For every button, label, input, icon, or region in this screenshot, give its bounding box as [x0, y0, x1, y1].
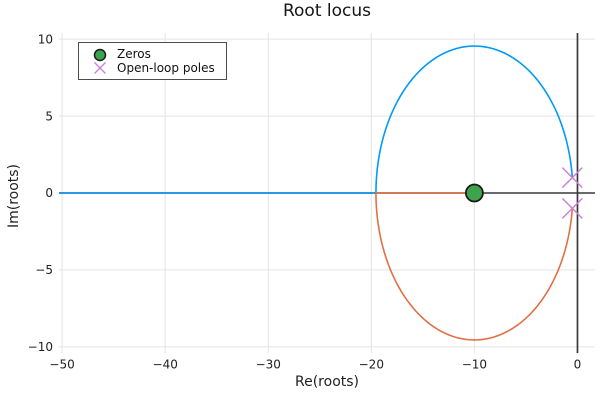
legend: Zeros Open-loop poles — [78, 42, 227, 80]
locus-branch-to-zero — [375, 192, 574, 341]
x-tick-label: −40 — [153, 358, 178, 372]
y-tick-label: 0 — [45, 186, 53, 200]
x-tick-label: −30 — [256, 358, 281, 372]
x-tick-label: −10 — [462, 358, 487, 372]
y-tick-label: −5 — [35, 263, 53, 277]
y-axis-label: Im(roots) — [6, 163, 22, 229]
page-title: Root locus — [282, 1, 372, 21]
x-tick-label: −50 — [49, 358, 74, 372]
pole-marker-glyph — [94, 62, 106, 75]
x-tick-label: 0 — [574, 358, 582, 372]
pole-marker — [561, 197, 583, 219]
legend-item-poles: Open-loop poles — [92, 60, 226, 76]
locus-branch-to-infinity — [59, 45, 574, 194]
zero-marker-glyph — [93, 48, 107, 61]
legend-label-poles: Open-loop poles — [117, 60, 215, 75]
y-tick-label: 5 — [45, 109, 53, 123]
y-tick-label: 10 — [38, 32, 53, 46]
y-tick-label: −10 — [28, 340, 53, 354]
x-axis-label: Re(roots) — [295, 374, 359, 390]
zero-marker-icon — [93, 48, 107, 61]
legend-label-zeros: Zeros — [117, 47, 151, 62]
legend-item-zeros: Zeros — [92, 48, 226, 62]
pole-marker-icon — [94, 62, 106, 75]
x-tick-label: −20 — [359, 358, 384, 372]
zero-marker — [464, 183, 484, 203]
pole-marker — [561, 167, 583, 189]
